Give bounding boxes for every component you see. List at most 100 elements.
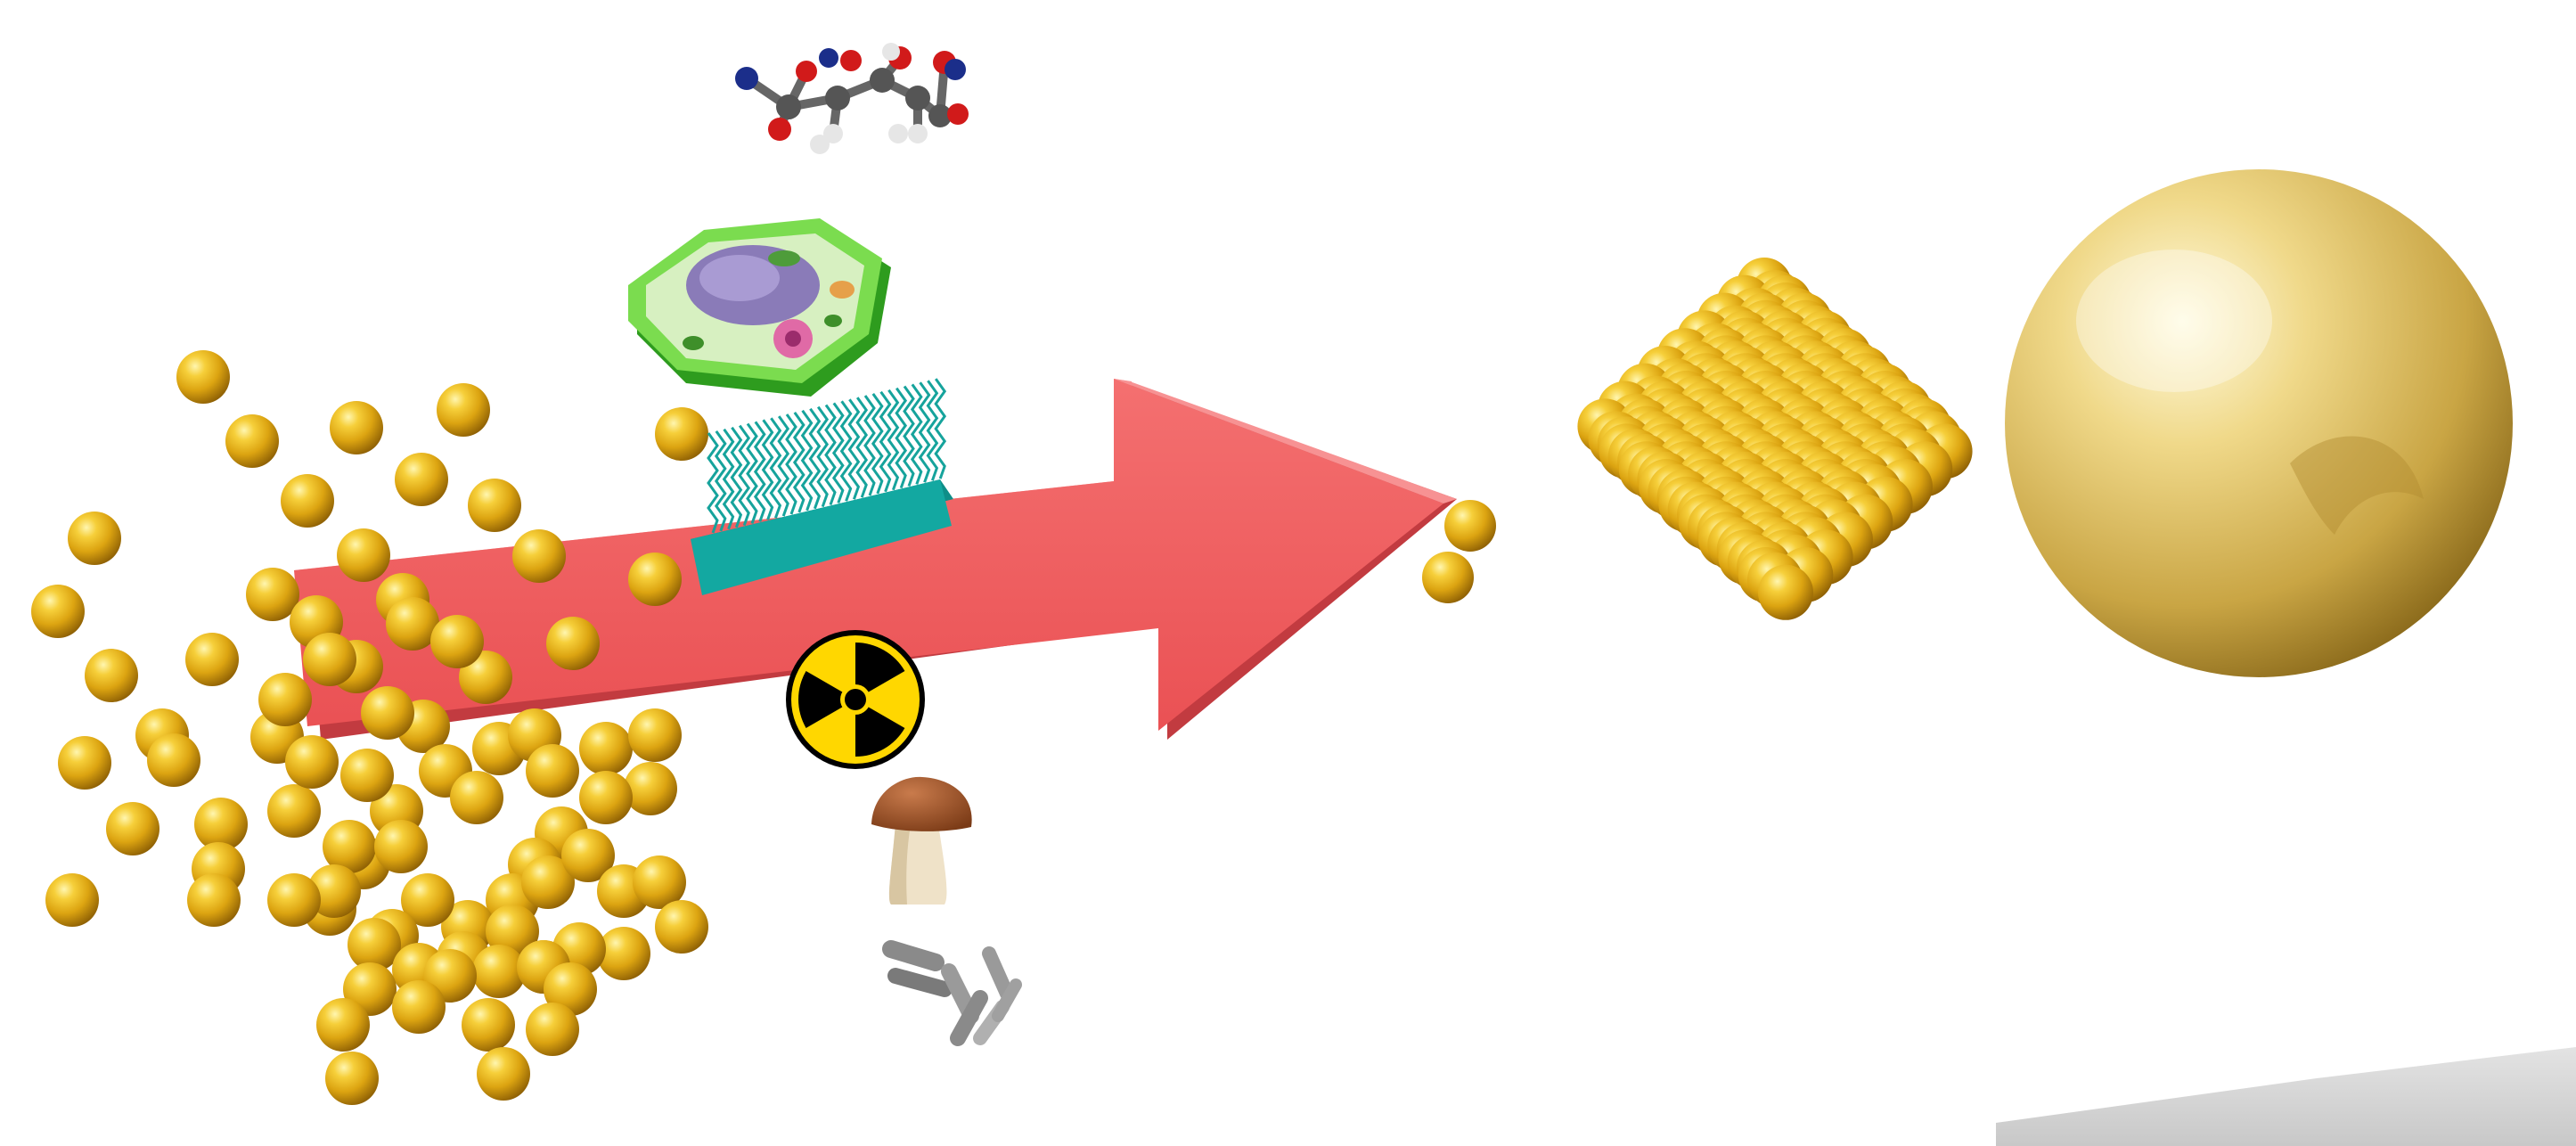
gold-nanoparticle bbox=[526, 744, 579, 798]
gold-nanoparticle bbox=[628, 553, 682, 606]
plant-cell-icon bbox=[628, 218, 891, 397]
gold-nanoparticle bbox=[526, 1003, 579, 1056]
large-gold-sphere bbox=[2005, 169, 2513, 677]
polymer-brush-icon bbox=[691, 378, 953, 595]
gold-nanoparticle bbox=[579, 771, 633, 824]
polymer-strand bbox=[926, 380, 939, 481]
gold-nanoparticle bbox=[267, 784, 321, 838]
gold-nanoparticle bbox=[281, 474, 334, 528]
gold-nanoparticle bbox=[176, 350, 230, 404]
gold-nanoparticle bbox=[1422, 552, 1474, 603]
polymer-strand bbox=[871, 393, 884, 495]
gold-nanoparticle bbox=[633, 855, 686, 909]
gold-nanoparticle bbox=[386, 597, 439, 651]
nanoparticle-cluster bbox=[1422, 258, 1973, 620]
gold-nanoparticle bbox=[68, 512, 121, 565]
polymer-strand bbox=[800, 409, 814, 512]
polymer-strand bbox=[895, 387, 908, 489]
gold-nanoparticle bbox=[85, 649, 138, 702]
molecule-icon bbox=[735, 43, 969, 154]
gold-nanoparticle bbox=[472, 945, 526, 998]
gold-nanoparticle bbox=[655, 407, 708, 461]
gold-nanoparticle bbox=[340, 749, 394, 802]
polymer-strand bbox=[777, 415, 790, 517]
polymer-strand bbox=[879, 390, 892, 493]
mushroom-icon bbox=[871, 776, 972, 905]
gold-nanoparticle bbox=[330, 401, 383, 454]
polymer-strand bbox=[730, 426, 743, 528]
gold-nanoparticle bbox=[185, 633, 239, 686]
gold-nanoparticle bbox=[316, 998, 370, 1052]
gold-nanoparticle bbox=[521, 855, 575, 909]
scattered-nanoparticles bbox=[31, 350, 708, 1105]
gold-nanoparticle bbox=[450, 771, 503, 824]
polymer-strand bbox=[769, 417, 782, 519]
gold-nanoparticle bbox=[395, 453, 448, 506]
gold-nanoparticle bbox=[655, 900, 708, 954]
polymer-strand bbox=[918, 381, 931, 483]
polymer-strand bbox=[738, 424, 751, 527]
polymer-strand bbox=[746, 422, 758, 525]
gold-nanoparticle bbox=[374, 820, 428, 873]
gold-nanoparticle bbox=[392, 980, 446, 1034]
gold-nanoparticle bbox=[348, 918, 401, 971]
gold-nanoparticle bbox=[323, 820, 376, 873]
polymer-strand bbox=[910, 383, 923, 485]
gold-nanoparticle bbox=[546, 617, 600, 670]
polymer-strand bbox=[839, 400, 853, 502]
polymer-strand bbox=[753, 421, 766, 522]
radiation-icon bbox=[786, 630, 925, 769]
polymer-strand bbox=[903, 385, 915, 487]
gold-nanoparticle bbox=[462, 998, 515, 1052]
polymer-strand bbox=[863, 395, 876, 496]
gold-nanoparticle bbox=[194, 798, 248, 851]
polymer-strand bbox=[808, 407, 822, 510]
gold-nanoparticle bbox=[258, 673, 312, 726]
polymer-strand bbox=[816, 405, 830, 508]
gold-nanoparticle bbox=[187, 873, 241, 927]
gold-nanoparticle bbox=[468, 479, 521, 532]
gold-nanoparticle bbox=[285, 735, 339, 789]
gold-nanoparticle bbox=[1758, 564, 1813, 620]
gold-nanoparticle bbox=[58, 736, 111, 790]
polymer-strand bbox=[855, 397, 869, 498]
gold-nanoparticle bbox=[628, 708, 682, 762]
gold-nanoparticle bbox=[597, 927, 650, 980]
gold-nanoparticle bbox=[225, 414, 279, 468]
gold-nanoparticle bbox=[430, 615, 484, 668]
polymer-strand bbox=[934, 378, 947, 479]
gold-nanoparticle bbox=[459, 651, 512, 704]
gold-nanoparticle bbox=[246, 568, 299, 621]
gold-nanoparticle bbox=[401, 873, 454, 927]
polymer-strand bbox=[792, 412, 806, 513]
gold-nanoparticle bbox=[437, 383, 490, 437]
gold-nanoparticle bbox=[45, 873, 99, 927]
polymer-strand bbox=[722, 428, 735, 530]
gold-nanoparticle bbox=[147, 733, 200, 787]
gold-nanoparticle bbox=[337, 528, 390, 582]
polymer-strand bbox=[847, 398, 861, 500]
gold-nanoparticle bbox=[512, 529, 566, 583]
gold-nanoparticle bbox=[477, 1047, 530, 1101]
gold-nanoparticle bbox=[544, 962, 597, 1016]
polymer-strand bbox=[785, 413, 797, 515]
gold-nanoparticle bbox=[267, 873, 321, 927]
gold-nanoparticle bbox=[325, 1052, 379, 1105]
gold-nanoparticle bbox=[1444, 500, 1496, 552]
polymer-strand bbox=[824, 404, 837, 506]
polymer-strand bbox=[831, 402, 845, 503]
gold-nanoparticle bbox=[579, 722, 633, 775]
gold-nanoparticle bbox=[624, 762, 677, 815]
gold-nanoparticle bbox=[303, 633, 356, 686]
polymer-strand bbox=[761, 419, 774, 520]
floor-surface bbox=[1996, 1047, 2576, 1146]
bacteria-icon bbox=[882, 940, 1022, 1046]
gold-nanoparticle bbox=[307, 864, 361, 918]
polymer-strand bbox=[714, 430, 727, 532]
polymer-strand bbox=[707, 432, 719, 534]
gold-nanoparticle bbox=[561, 829, 615, 882]
polymer-strand bbox=[887, 389, 900, 491]
gold-nanoparticle bbox=[31, 585, 85, 638]
gold-nanoparticle bbox=[361, 686, 414, 740]
